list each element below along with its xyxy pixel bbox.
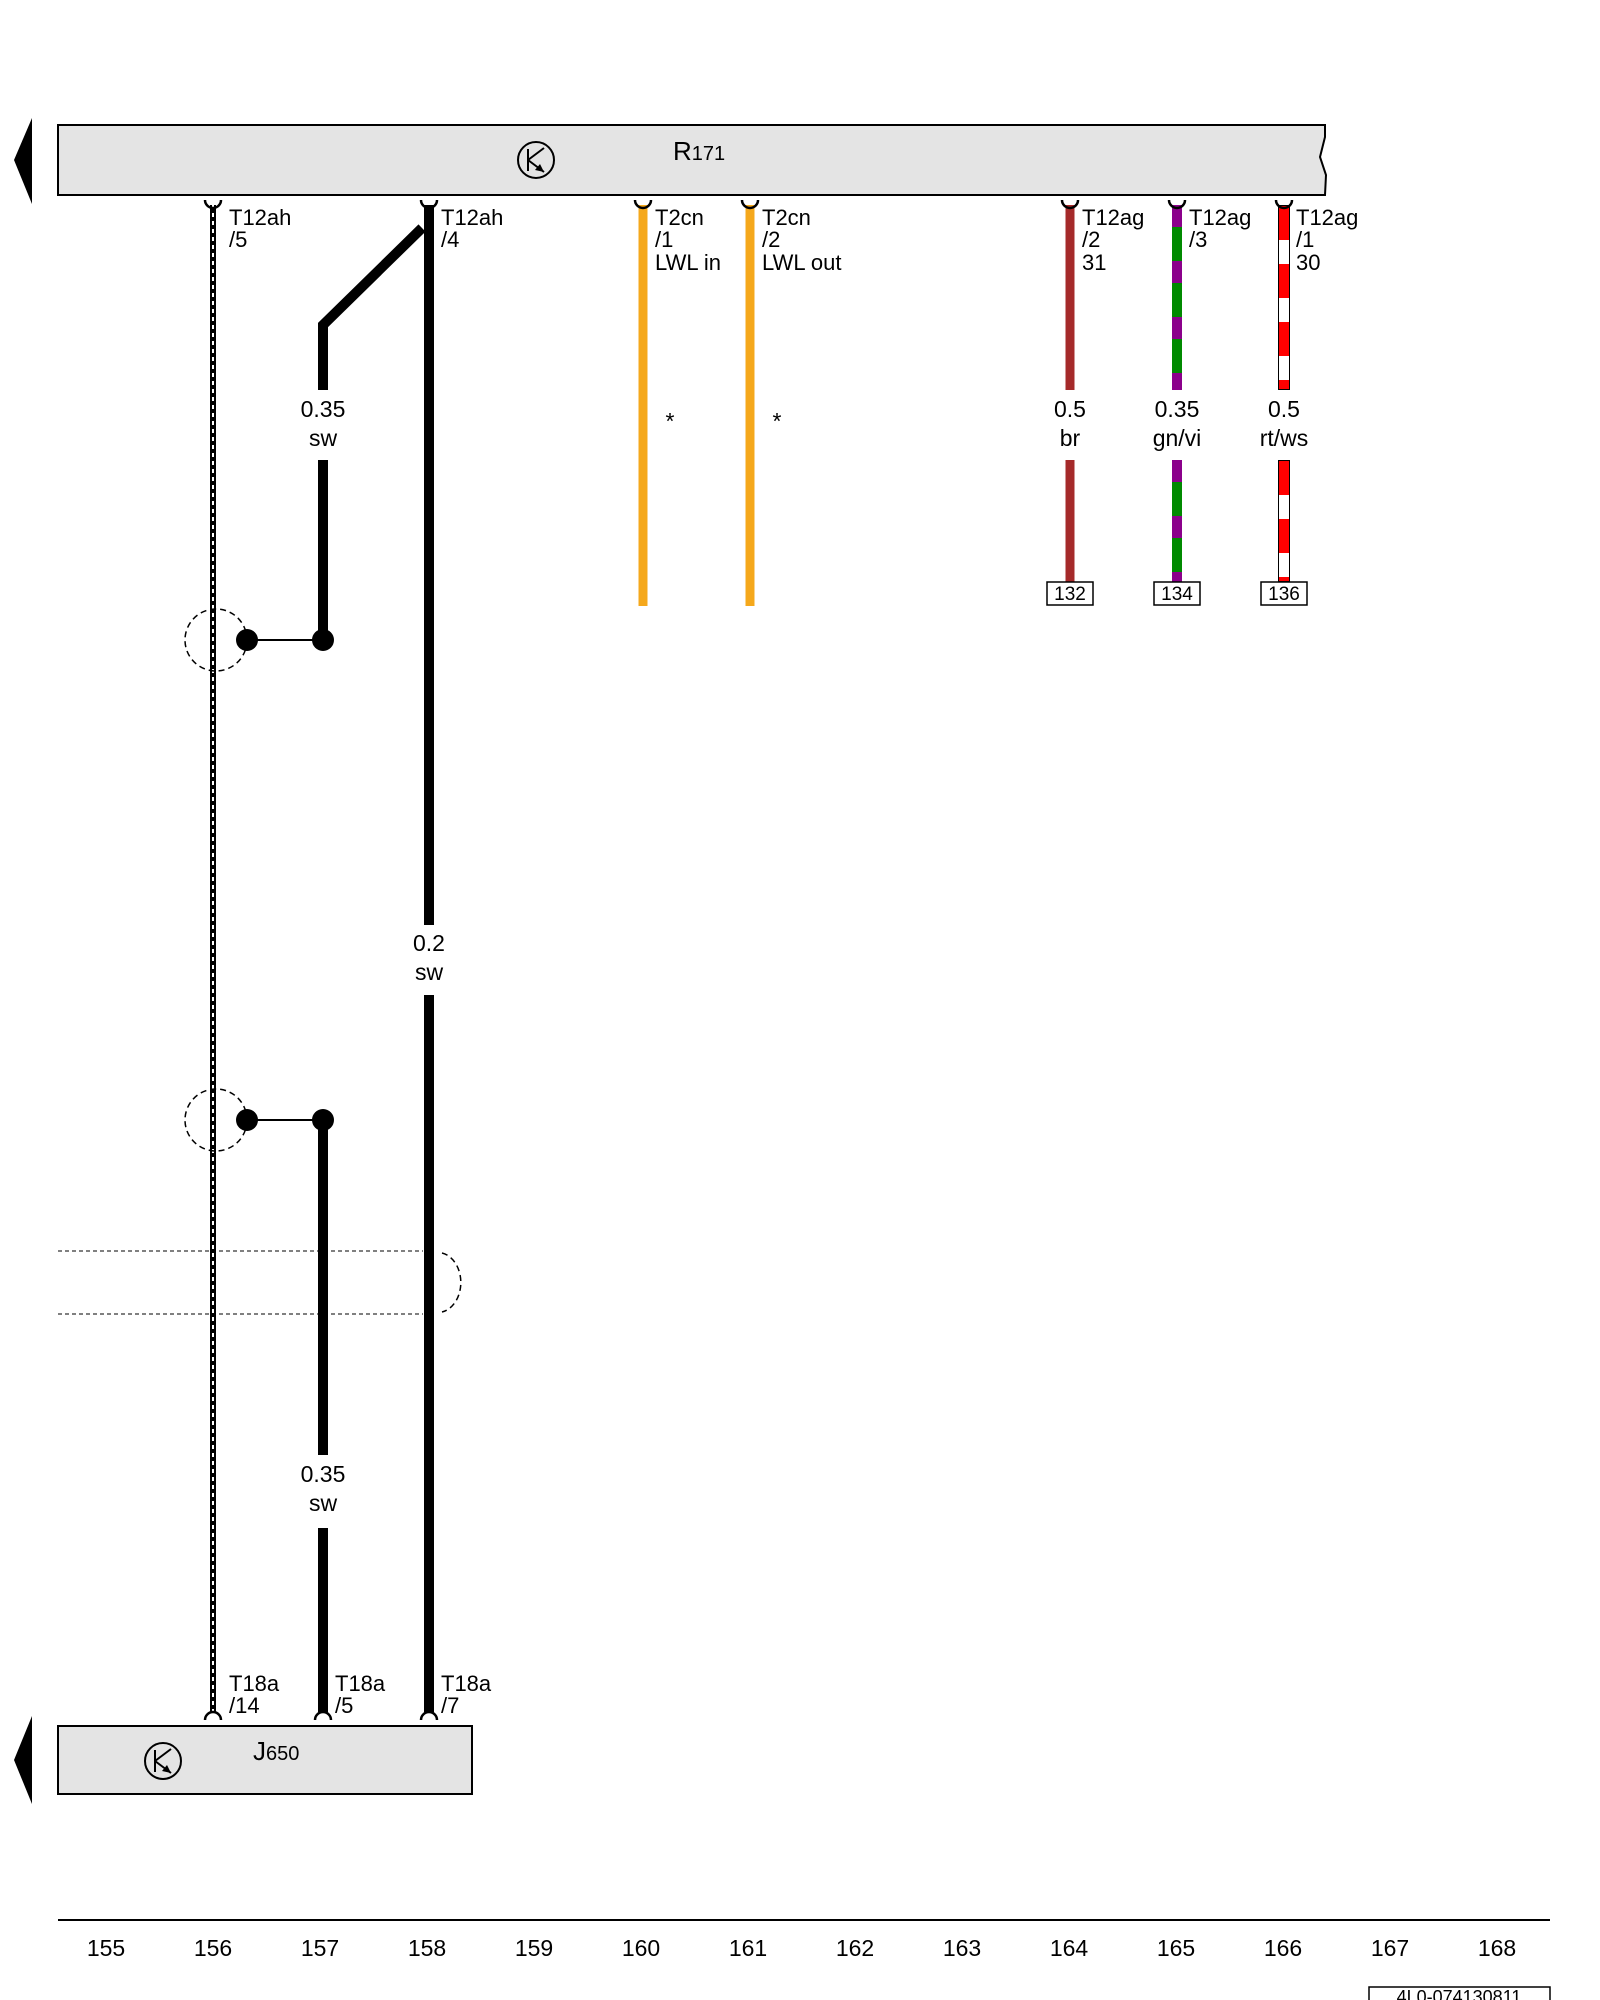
- column-number: 163: [943, 1935, 981, 1961]
- ref-box-136[interactable]: 136: [1260, 581, 1308, 606]
- wire-size: 0.35: [1155, 396, 1200, 422]
- continuation-arrow-top: [14, 118, 32, 204]
- wire-size: 0.5: [1054, 396, 1086, 422]
- ref-number: 134: [1161, 584, 1193, 605]
- fiber-note-mark: *: [773, 408, 782, 434]
- ref-box-134[interactable]: 134: [1153, 581, 1201, 606]
- pin-labels-top: T12ah /5 T12ah /4 T2cn /1 LWL in T2cn /2…: [229, 205, 1358, 275]
- wire-sw-upper-157[interactable]: [318, 224, 426, 640]
- pin-conn: T12ah: [229, 205, 291, 230]
- column-number: 164: [1050, 1935, 1089, 1961]
- document-number-box: 4L0-074130811: [1368, 1986, 1551, 2000]
- wires: [58, 205, 1290, 1712]
- wire-size: 0.35: [301, 1461, 346, 1487]
- component-r171-box: [57, 124, 1328, 196]
- component-r171-name: R: [673, 136, 692, 166]
- svg-text:R171: R171: [673, 136, 725, 166]
- pin-conn: T2cn: [762, 205, 811, 230]
- pin-number: /5: [229, 227, 247, 252]
- pin-connector-icon: [313, 1710, 333, 1721]
- pin-signal: 30: [1296, 250, 1320, 275]
- pin-connector-icon: [419, 1710, 439, 1721]
- column-number: 166: [1264, 1935, 1302, 1961]
- wire-color: sw: [415, 959, 444, 985]
- pin-number: /2: [1082, 227, 1100, 252]
- ref-box-132[interactable]: 132: [1046, 581, 1094, 606]
- pin-symbols-top: [203, 199, 1294, 210]
- ref-number: 136: [1268, 584, 1300, 605]
- component-j650-name: J: [253, 1736, 266, 1766]
- pin-signal: 31: [1082, 250, 1106, 275]
- wire-color: gn/vi: [1153, 425, 1202, 451]
- pin-symbols-bottom: [203, 1710, 439, 1721]
- component-j650[interactable]: J650: [14, 1716, 473, 1804]
- pin-conn: T18a: [229, 1671, 280, 1696]
- pin-connector-icon: [203, 199, 223, 210]
- column-number: 158: [408, 1935, 446, 1961]
- wire-color: br: [1060, 425, 1081, 451]
- splice-lower[interactable]: [184, 1088, 334, 1152]
- fiber-note-mark: *: [666, 408, 675, 434]
- pin-labels-bottom: T18a /14 T18a /5 T18a /7: [229, 1671, 492, 1718]
- pin-connector-icon: [419, 199, 439, 210]
- wire-size: 0.35: [301, 396, 346, 422]
- pin-signal: LWL in: [655, 250, 721, 275]
- pin-number: /1: [1296, 227, 1314, 252]
- column-number: 156: [194, 1935, 232, 1961]
- component-r171-number: 171: [692, 143, 725, 165]
- pin-connector-icon: [203, 1710, 223, 1721]
- wire-size: 0.5: [1268, 396, 1300, 422]
- wire-color: sw: [309, 425, 338, 451]
- reference-boxes: 132 134 136: [1046, 581, 1308, 606]
- column-number: 165: [1157, 1935, 1195, 1961]
- wire-color: sw: [309, 1490, 338, 1516]
- pin-connector-icon: [740, 199, 760, 210]
- location-bracket: [58, 1250, 462, 1315]
- column-number: 157: [301, 1935, 339, 1961]
- pin-connector-icon: [633, 199, 653, 210]
- wire-color: rt/ws: [1260, 425, 1309, 451]
- pin-conn: T12ah: [441, 205, 503, 230]
- ref-number: 132: [1054, 584, 1086, 605]
- pin-number: /5: [335, 1693, 353, 1718]
- column-number: 168: [1478, 1935, 1516, 1961]
- column-number: 167: [1371, 1935, 1409, 1961]
- pin-connector-icon: [1167, 199, 1187, 210]
- splice-upper[interactable]: [184, 608, 334, 672]
- document-number: 4L0-074130811: [1397, 1987, 1522, 2000]
- pin-number: /14: [229, 1693, 260, 1718]
- pin-conn: T12ag: [1082, 205, 1144, 230]
- component-r171[interactable]: R171: [14, 118, 1328, 204]
- pin-connector-icon: [1274, 199, 1294, 210]
- column-number: 160: [622, 1935, 660, 1961]
- pin-conn: T2cn: [655, 205, 704, 230]
- wire-size: 0.2: [413, 930, 445, 956]
- pin-signal: LWL out: [762, 250, 841, 275]
- pin-conn: T12ag: [1296, 205, 1358, 230]
- column-number: 161: [729, 1935, 767, 1961]
- pin-conn: T12ag: [1189, 205, 1251, 230]
- pin-conn: T18a: [335, 1671, 386, 1696]
- wire-labels: 0.35 sw 0.2 sw 0.35 sw 0.5 br 0.35 gn/vi…: [301, 396, 1309, 1516]
- pin-number: /1: [655, 227, 673, 252]
- column-number: 159: [515, 1935, 553, 1961]
- column-number: 162: [836, 1935, 874, 1961]
- pin-conn: T18a: [441, 1671, 492, 1696]
- electronic-symbol-icon: [144, 1742, 182, 1780]
- continuation-arrow-bottom: [14, 1716, 32, 1804]
- pin-number: /4: [441, 227, 459, 252]
- svg-text:J650: J650: [253, 1736, 299, 1766]
- pin-number: /3: [1189, 227, 1207, 252]
- component-j650-number: 650: [266, 1743, 299, 1765]
- component-j650-box: [57, 1725, 473, 1795]
- electronic-symbol-icon: [517, 141, 555, 179]
- pin-number: /7: [441, 1693, 459, 1718]
- column-numbers: 155 156 157 158 159 160 161 162 163 164 165 166 167 1…: [87, 1935, 1516, 1961]
- pin-number: /2: [762, 227, 780, 252]
- pin-connector-icon: [1060, 199, 1080, 210]
- column-number: 155: [87, 1935, 125, 1961]
